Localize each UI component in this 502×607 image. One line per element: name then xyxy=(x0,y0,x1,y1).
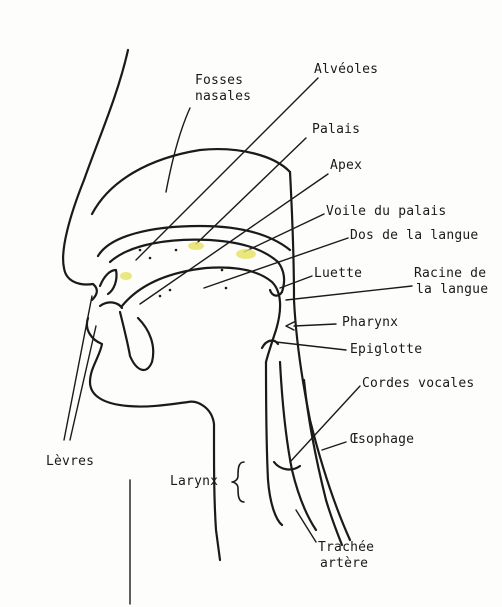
label-oesophage: Œsophage xyxy=(350,432,414,448)
tongue-surface xyxy=(122,268,280,362)
pharynx-arrow xyxy=(286,322,294,330)
label-dos-de-la-langue: Dos de la langue xyxy=(350,228,478,244)
upper-teeth xyxy=(100,270,117,294)
trachea-front xyxy=(266,362,282,525)
alveolar-highlight xyxy=(120,272,132,280)
label-cordes-vocales: Cordes vocales xyxy=(362,376,474,392)
neck-back xyxy=(214,436,220,560)
palate-dot xyxy=(149,257,152,260)
larynx-brace xyxy=(232,462,244,502)
label-palais: Palais xyxy=(312,122,360,138)
leader-apex xyxy=(140,174,328,304)
palate-dot xyxy=(139,249,142,252)
pharynx-back-wall xyxy=(290,172,350,540)
face-profile-outline xyxy=(63,50,128,300)
palate-dot xyxy=(169,289,172,292)
palate-dot xyxy=(221,269,224,272)
label-racine-de-la-langue: Racine de la langue xyxy=(414,266,488,298)
label-luette: Luette xyxy=(314,266,362,282)
leader-levres-1 xyxy=(64,296,92,440)
label-larynx: Larynx xyxy=(170,474,218,490)
leader-epiglotte xyxy=(276,342,346,350)
leader-alveoles xyxy=(136,78,318,260)
palate-highlight xyxy=(188,242,204,250)
label-apex: Apex xyxy=(330,158,362,174)
leader-oesophage xyxy=(322,442,346,450)
vocal-cords xyxy=(274,462,300,469)
label-voile-du-palais: Voile du palais xyxy=(326,204,446,220)
label-pharynx: Pharynx xyxy=(342,315,398,331)
label-levres: Lèvres xyxy=(46,454,94,470)
palate-dot xyxy=(175,249,178,252)
label-alveoles: Alvéoles xyxy=(314,62,378,78)
label-trachee-artere: Trachée artère xyxy=(318,540,374,572)
leader-palais xyxy=(196,138,306,244)
palate-dot xyxy=(159,295,162,298)
palate-dot xyxy=(225,287,228,290)
leader-cordes-vocales xyxy=(290,386,360,462)
label-fosses-nasales: Fosses nasales xyxy=(195,73,251,105)
label-epiglotte: Epiglotte xyxy=(350,342,422,358)
leader-fosses-nasales xyxy=(166,108,190,192)
velum-highlight xyxy=(236,249,256,259)
leader-racine-de-la-langue xyxy=(286,286,412,300)
lower-tongue-outline xyxy=(120,312,153,370)
lower-jaw-outline xyxy=(100,302,122,308)
trachea-back xyxy=(280,362,316,530)
leader-pharynx xyxy=(294,324,336,326)
